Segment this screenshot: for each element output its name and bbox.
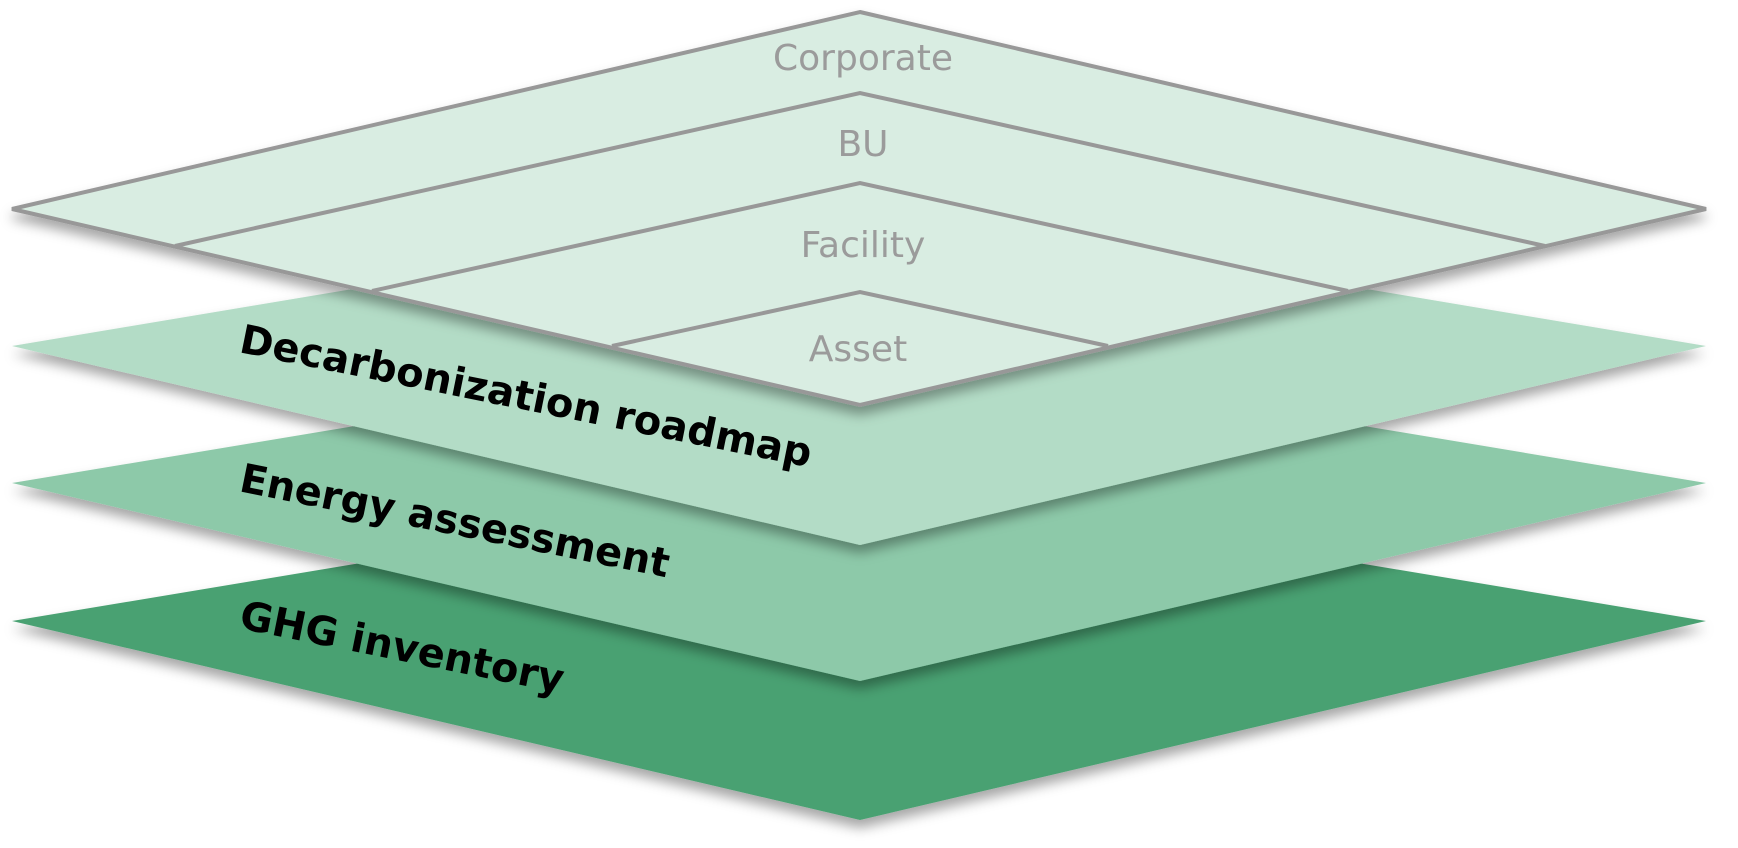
level-label-facility: Facility xyxy=(801,225,926,266)
level-line-asset xyxy=(611,289,1109,348)
level-line-facility xyxy=(371,180,1349,293)
level-label-asset: Asset xyxy=(809,329,907,370)
top-diamond-corporate xyxy=(11,9,1707,408)
level-line-bu xyxy=(174,90,1546,248)
level-label-corporate: Corporate xyxy=(773,38,953,79)
level-label-bu: BU xyxy=(837,124,888,165)
